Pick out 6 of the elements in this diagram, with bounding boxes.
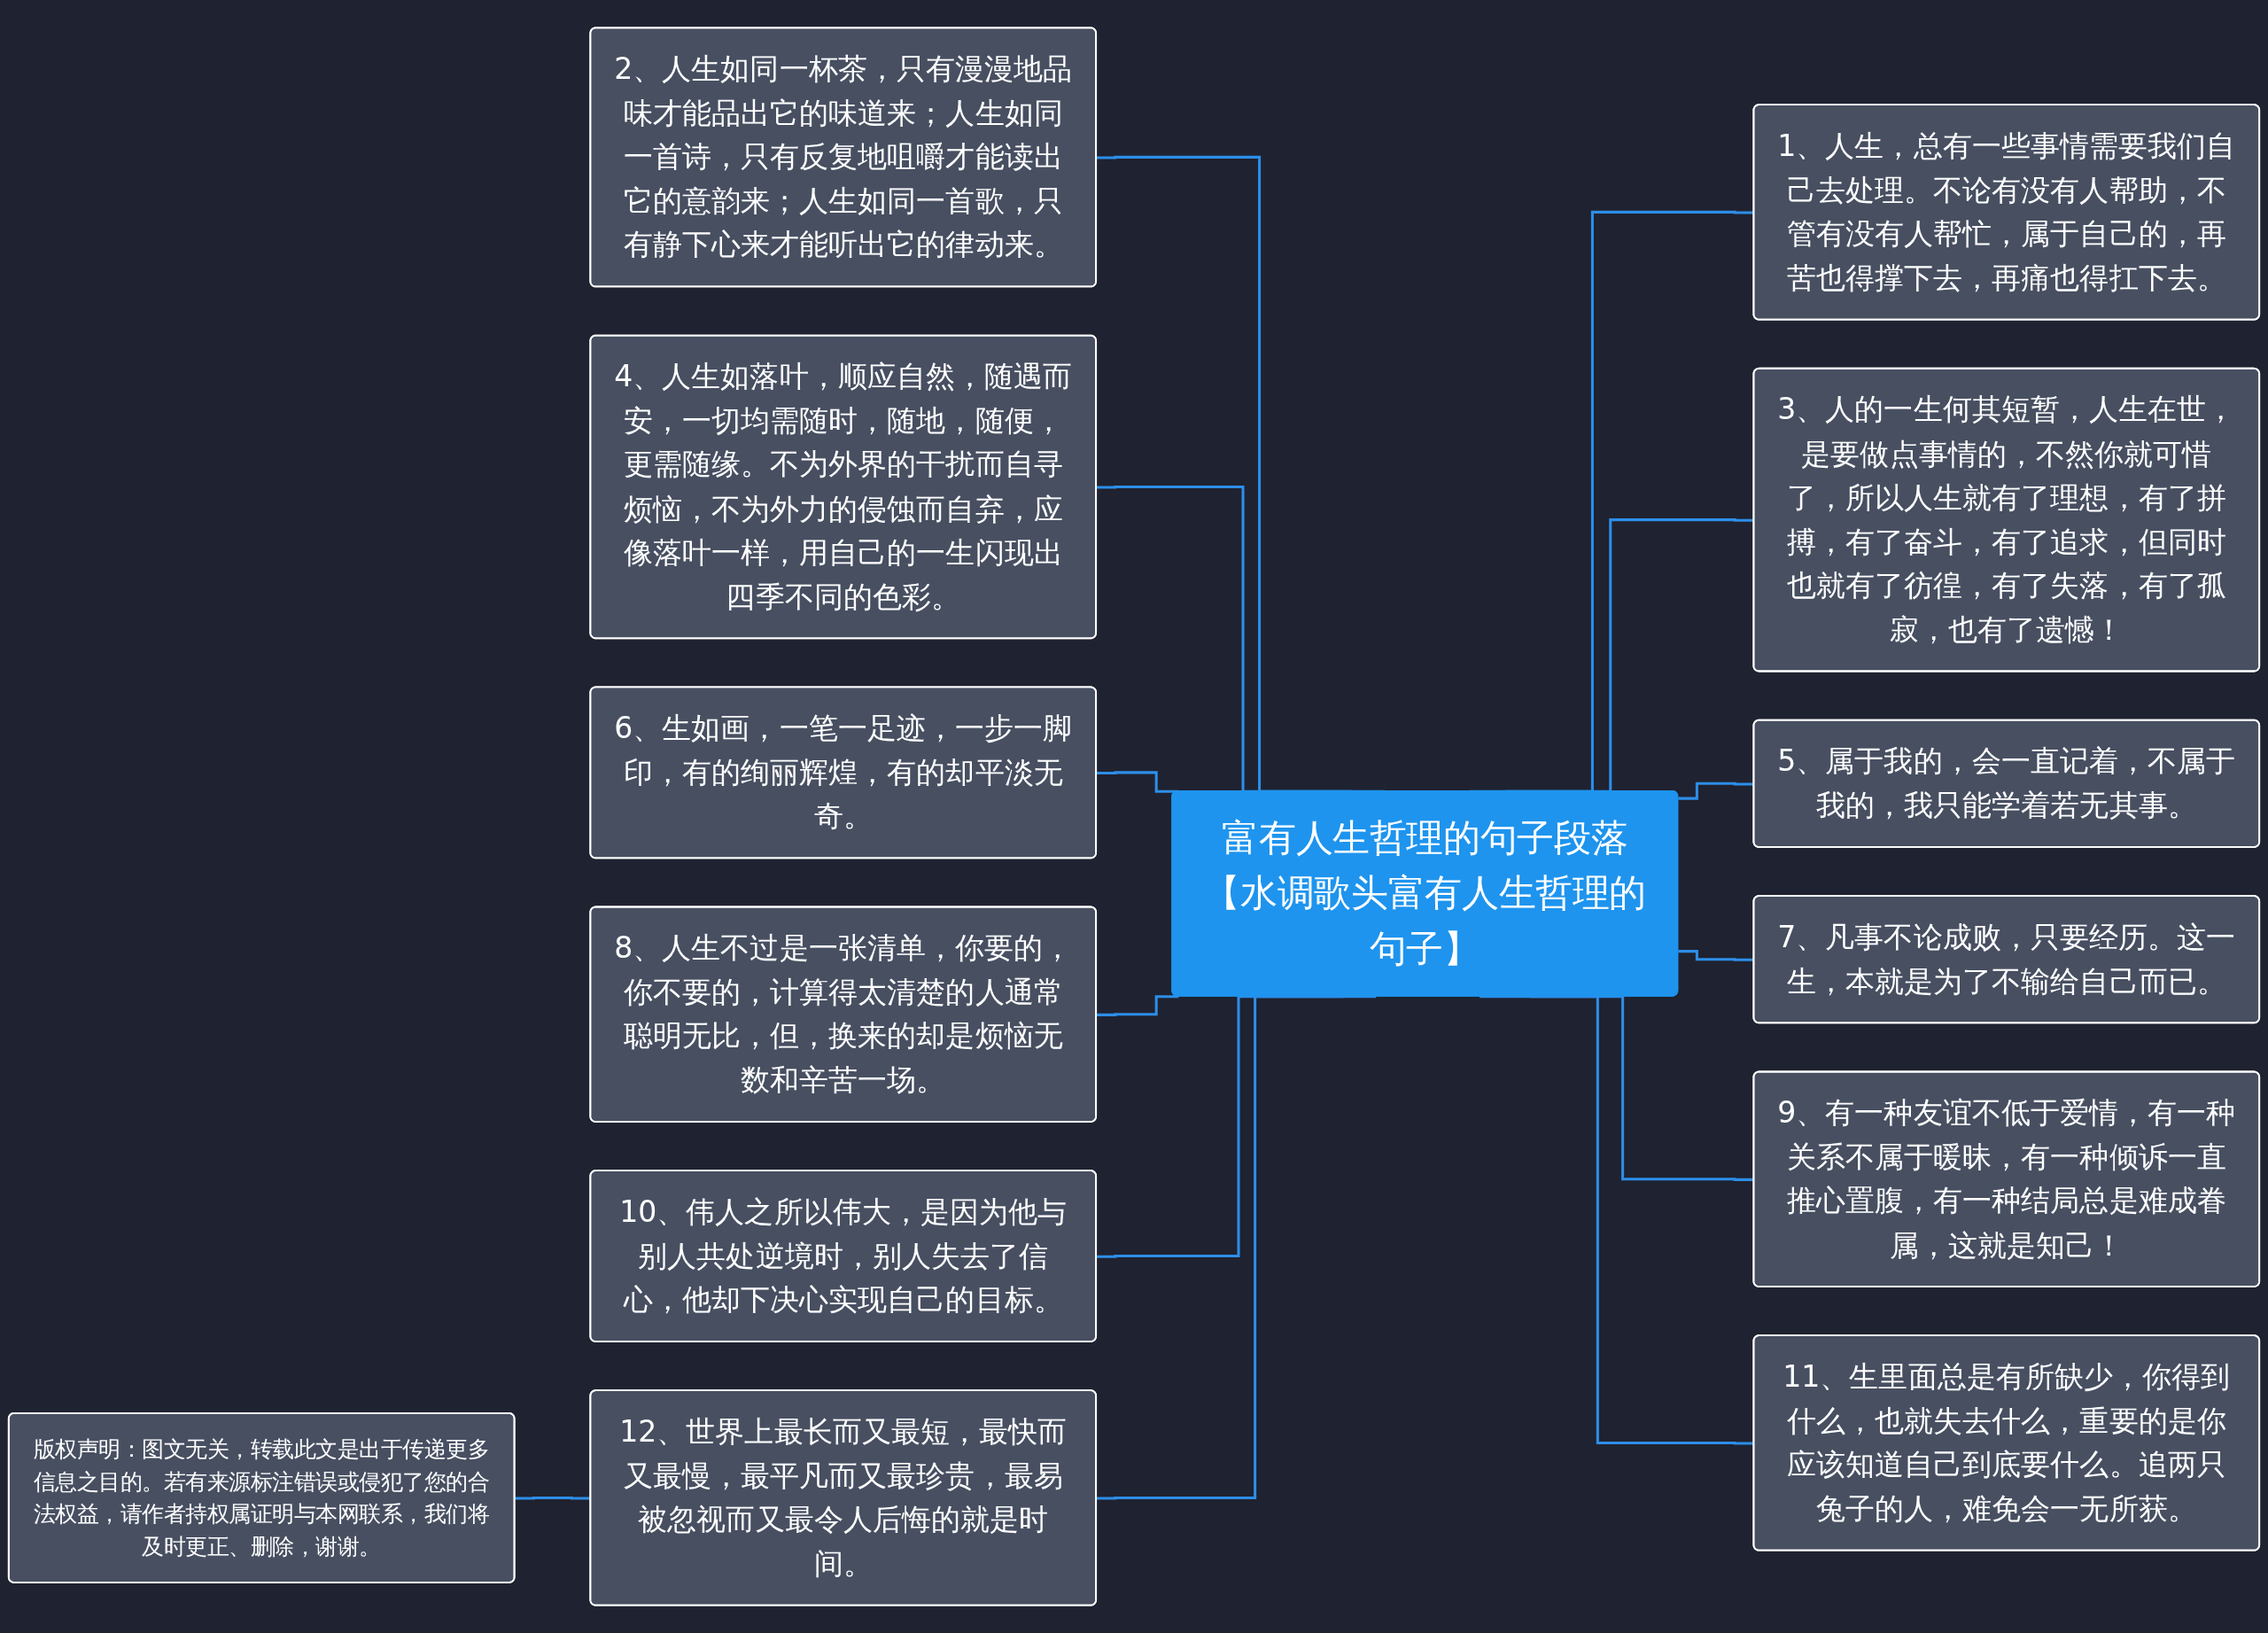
connector	[515, 1496, 591, 1500]
connector	[1678, 782, 1754, 800]
connector	[1096, 995, 1377, 1500]
connector	[1678, 950, 1754, 961]
connector	[1480, 995, 1754, 1445]
connector	[1096, 995, 1179, 1016]
